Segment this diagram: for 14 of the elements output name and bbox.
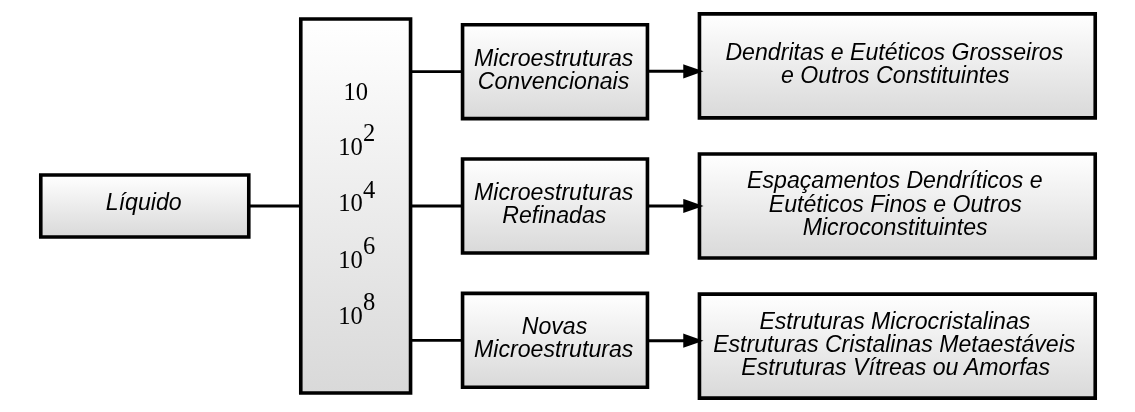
connector xyxy=(410,338,462,342)
node-box: Novas Microestruturas xyxy=(460,291,649,390)
node-box: Estruturas Microcristalinas Estruturas Cristalinas Metaestáveis Estruturas Vítreas ou Amorfas xyxy=(697,292,1097,400)
arrow xyxy=(647,198,704,214)
connector xyxy=(410,70,462,74)
node-box: Microestruturas Convencionais xyxy=(460,22,649,121)
node-box: Dendritas e Eutéticos Grosseiros e Outros Constituintes xyxy=(697,12,1097,120)
arrow xyxy=(647,333,704,348)
connector xyxy=(248,204,301,208)
arrow xyxy=(647,64,704,79)
node-box: Espaçamentos Dendríticos e Eutéticos Finos e Outros Microconstituintes xyxy=(697,152,1097,260)
node-box: Microestruturas Refinadas xyxy=(460,157,649,255)
node-box: Líquido xyxy=(38,173,251,239)
connector xyxy=(410,204,462,208)
